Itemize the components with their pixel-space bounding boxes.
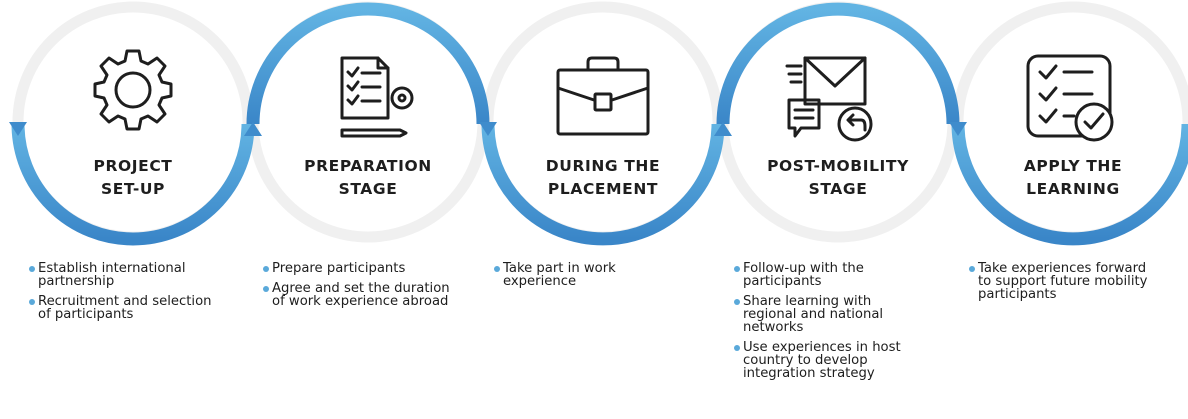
bullet-item: Agree and set the duration of work exper… [262, 282, 490, 308]
flow-arc-1 [11, 123, 255, 246]
stage-title-1-line-2: SET-UP [101, 180, 165, 198]
background-rings [12, 1, 1188, 243]
stage-titles: PROJECT SET-UP PREPARATION STAGE DURING … [94, 157, 1122, 198]
stage-title-2-line-1: PREPARATION [304, 157, 432, 175]
arrowhead-1 [9, 122, 27, 136]
checklist-approved-icon [1026, 54, 1114, 142]
stage-3-bullets: Take part in work experience [493, 262, 721, 295]
checklist-document-icon [340, 56, 414, 138]
bullet-item: Establish international partnership [28, 262, 256, 288]
stage-title-5-line-2: LEARNING [1026, 180, 1120, 198]
flow-arc-4 [716, 2, 960, 125]
stage-title-4-line-1: POST-MOBILITY [767, 157, 909, 175]
stage-5-bullets: Take experiences forward to support futu… [968, 262, 1186, 308]
arrowhead-2 [244, 122, 262, 136]
flow-arc-3 [481, 123, 725, 246]
stage-1-bullets: Establish international partnership Recr… [28, 262, 256, 328]
bullet-item: Follow-up with the participants [733, 262, 961, 288]
stage-2-bullets: Prepare participants Agree and set the d… [262, 262, 490, 315]
flow-arcs [11, 2, 1188, 246]
arrowhead-3 [479, 122, 497, 136]
stage-title-3-line-2: PLACEMENT [548, 180, 658, 198]
bullet-dot-icon [29, 266, 35, 272]
bullet-dot-icon [734, 345, 740, 351]
arrowhead-5 [949, 122, 967, 136]
stage-title-5-line-1: APPLY THE [1024, 157, 1122, 175]
bullet-item: Prepare participants [262, 262, 490, 275]
flow-arrowheads [9, 122, 967, 136]
bullet-item: Use experiences in host country to devel… [733, 341, 961, 380]
flow-arc-2 [246, 2, 490, 125]
gear-icon [93, 49, 173, 131]
stage-title-2-line-2: STAGE [339, 180, 398, 198]
bullet-item: Take experiences forward to support futu… [968, 262, 1186, 301]
bullet-item: Take part in work experience [493, 262, 721, 288]
bullet-item: Share learning with regional and nationa… [733, 295, 961, 334]
stage-title-3-line-1: DURING THE [546, 157, 660, 175]
bullet-dot-icon [969, 266, 975, 272]
bullet-item: Recruitment and selection of participant… [28, 295, 256, 321]
mail-reply-icon [785, 56, 873, 142]
arrowhead-4 [714, 122, 732, 136]
stage-title-4-line-2: STAGE [809, 180, 868, 198]
briefcase-icon [556, 56, 650, 136]
bullet-dot-icon [734, 299, 740, 305]
bullet-dot-icon [494, 266, 500, 272]
stage-title-1-line-1: PROJECT [94, 157, 173, 175]
flow-arc-5 [951, 123, 1188, 246]
bullet-dot-icon [29, 299, 35, 305]
stage-4-bullets: Follow-up with the participants Share le… [733, 262, 961, 387]
bullet-dot-icon [263, 266, 269, 272]
bullet-dot-icon [263, 286, 269, 292]
bullet-dot-icon [734, 266, 740, 272]
